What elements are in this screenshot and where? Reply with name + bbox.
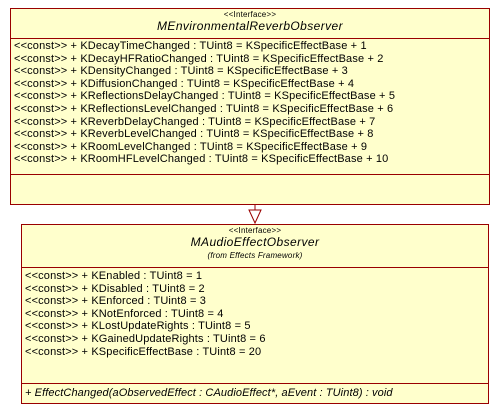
class-box-audio-effect-observer[interactable]: <<Interface>> MAudioEffectObserver (from…	[21, 224, 489, 404]
operation-row: + EffectChanged(aObservedEffect : CAudio…	[25, 387, 393, 399]
attribute-row: <<const>> + KDiffusionChanged : TUint8 =…	[14, 77, 355, 90]
attribute-row: <<const>> + KReflectionsLevelChanged : T…	[14, 102, 394, 115]
attribute-row: <<const>> + KNotEnforced : TUint8 = 4	[25, 307, 224, 320]
attribute-row: <<const>> + KRoomHFLevelChanged : TUint8…	[14, 153, 389, 166]
attribute-row: <<const>> + KReflectionsDelayChanged : T…	[14, 90, 396, 103]
attributes-compartment: <<const>> + KDecayTimeChanged : TUint8 =…	[11, 39, 489, 175]
attributes-compartment: <<const>> + KEnabled : TUint8 = 1 <<cons…	[22, 268, 488, 384]
attribute-row: <<const>> + KReverbLevelChanged : TUint8…	[14, 128, 374, 141]
class-name-compartment: <<Interface>> MAudioEffectObserver (from…	[22, 225, 488, 268]
attribute-row: <<const>> + KDecayTimeChanged : TUint8 =…	[14, 40, 367, 52]
attribute-row: <<const>> + KRoomLevelChanged : TUint8 =…	[14, 140, 368, 153]
generalization-arrowhead-icon	[248, 209, 262, 225]
attribute-row: <<const>> + KDensityChanged : TUint8 = K…	[14, 65, 348, 78]
attribute-row: <<const>> + KLostUpdateRights : TUint8 =…	[25, 320, 251, 333]
package-origin-label: (from Effects Framework)	[207, 251, 303, 260]
attribute-row: <<const>> + KEnabled : TUint8 = 1	[25, 270, 203, 282]
class-box-environmental-reverb-observer[interactable]: <<Interface>> MEnvironmentalReverbObserv…	[10, 8, 490, 205]
stereotype-label: <<Interface>>	[223, 10, 277, 19]
attribute-row: <<const>> + KDisabled : TUint8 = 2	[25, 282, 205, 295]
attribute-row: <<const>> + KDecayHFRatioChanged : TUint…	[14, 52, 384, 65]
attribute-row: <<const>> + KEnforced : TUint8 = 3	[25, 295, 207, 308]
attribute-row: <<const>> + KGainedUpdateRights : TUint8…	[25, 332, 266, 345]
attribute-row: <<const>> + KReverbDelayChanged : TUint8…	[14, 115, 376, 128]
stereotype-label: <<Interface>>	[228, 226, 282, 235]
class-name: MAudioEffectObserver	[190, 235, 320, 249]
operations-compartment	[11, 175, 489, 204]
class-name-compartment: <<Interface>> MEnvironmentalReverbObserv…	[11, 9, 489, 39]
attribute-row: <<const>> + KSpecificEffectBase : TUint8…	[25, 345, 262, 358]
operations-compartment: + EffectChanged(aObservedEffect : CAudio…	[22, 384, 488, 403]
class-name: MEnvironmentalReverbObserver	[157, 19, 343, 33]
